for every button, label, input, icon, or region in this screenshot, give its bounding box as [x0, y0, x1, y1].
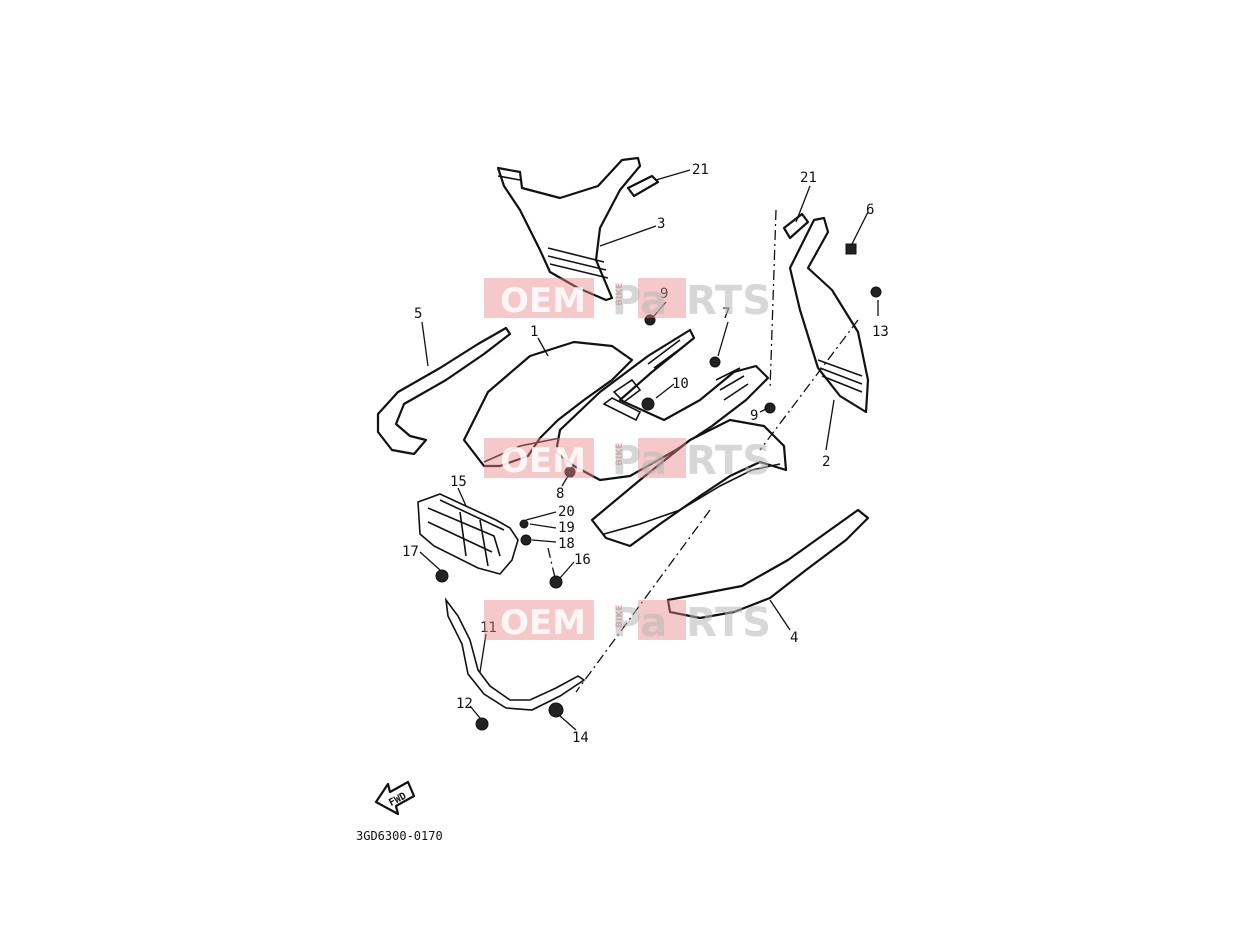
callout-2: 2: [822, 454, 830, 470]
part-9-grommet-left: [644, 314, 656, 326]
part-8-bolt: [564, 466, 576, 478]
svg-text:OEM: OEM: [500, 281, 586, 321]
svg-text:Pa: Pa: [612, 600, 667, 646]
callout-21-right: 21: [800, 170, 817, 186]
part-11-brace-rod: [444, 597, 586, 711]
svg-text:BIKE: BIKE: [615, 283, 625, 306]
watermark-top: OEM BIKE Pa RTS: [484, 278, 771, 324]
assembly-lines: [547, 209, 859, 693]
callout-3: 3: [657, 216, 665, 232]
part-18-nut: [520, 534, 532, 546]
callout-21-left: 21: [692, 162, 709, 178]
part-21-reflector-left: [626, 174, 660, 198]
watermark-middle: OEM BIKE Pa RTS: [484, 438, 771, 484]
part-17-bolt: [435, 569, 449, 583]
callout-1: 1: [530, 324, 538, 340]
fasteners: [435, 243, 882, 731]
svg-text:BIKE: BIKE: [615, 443, 625, 466]
part-2-right-side-panel: [788, 216, 870, 414]
part-10-rivet: [641, 397, 655, 411]
callout-12: 12: [456, 696, 473, 712]
callout-5: 5: [414, 306, 422, 322]
callout-19: 19: [558, 520, 575, 536]
part-19-washer: [519, 519, 529, 529]
fwd-arrow-icon: FWD: [374, 780, 416, 816]
part-central-body: [554, 328, 770, 482]
callout-8: 8: [556, 486, 564, 502]
part-6-bolt: [845, 243, 857, 255]
callout-14: 14: [572, 730, 589, 746]
part-21-reflector-right: [782, 212, 810, 240]
svg-text:Pa: Pa: [612, 438, 667, 484]
callout-16: 16: [574, 552, 591, 568]
part-5-left-flap: [376, 326, 512, 456]
part-13-screw: [870, 286, 882, 298]
callout-9-right: 9: [750, 408, 758, 424]
callout-9-left: 9: [660, 286, 668, 302]
part-3-left-side-panel: [496, 156, 642, 302]
svg-text:BIKE: BIKE: [615, 605, 625, 628]
watermark-bottom: OEM BIKE Pa RTS: [484, 600, 771, 646]
callout-4: 4: [790, 630, 798, 646]
part-14-nut: [548, 702, 564, 718]
callout-11: 11: [480, 620, 497, 636]
svg-text:RTS: RTS: [686, 278, 771, 324]
part-rear-fender: [590, 418, 788, 548]
callout-6: 6: [866, 202, 874, 218]
part-15-front-bracket: [417, 493, 519, 575]
part-4-right-flap: [666, 508, 870, 620]
callout-17: 17: [402, 544, 419, 560]
part-12-bolt: [475, 717, 489, 731]
svg-text:RTS: RTS: [686, 438, 771, 484]
diagram-code: 3GD6300-0170: [356, 829, 443, 843]
svg-text:OEM: OEM: [500, 441, 586, 481]
svg-text:Pa: Pa: [612, 278, 667, 324]
leader-lines: [419, 169, 879, 731]
callouts: 21 3 21 6 5 1 9 7 10 13 9 2 8 20 19 18 1…: [402, 162, 889, 746]
part-9-grommet-right: [764, 402, 776, 414]
callout-13: 13: [872, 324, 889, 340]
callout-20: 20: [558, 504, 575, 520]
callout-18: 18: [558, 536, 575, 552]
callout-10: 10: [672, 376, 689, 392]
callout-7: 7: [722, 306, 730, 322]
svg-text:RTS: RTS: [686, 600, 771, 646]
part-7-washer: [709, 356, 721, 368]
callout-15: 15: [450, 474, 467, 490]
svg-text:OEM: OEM: [500, 603, 586, 643]
